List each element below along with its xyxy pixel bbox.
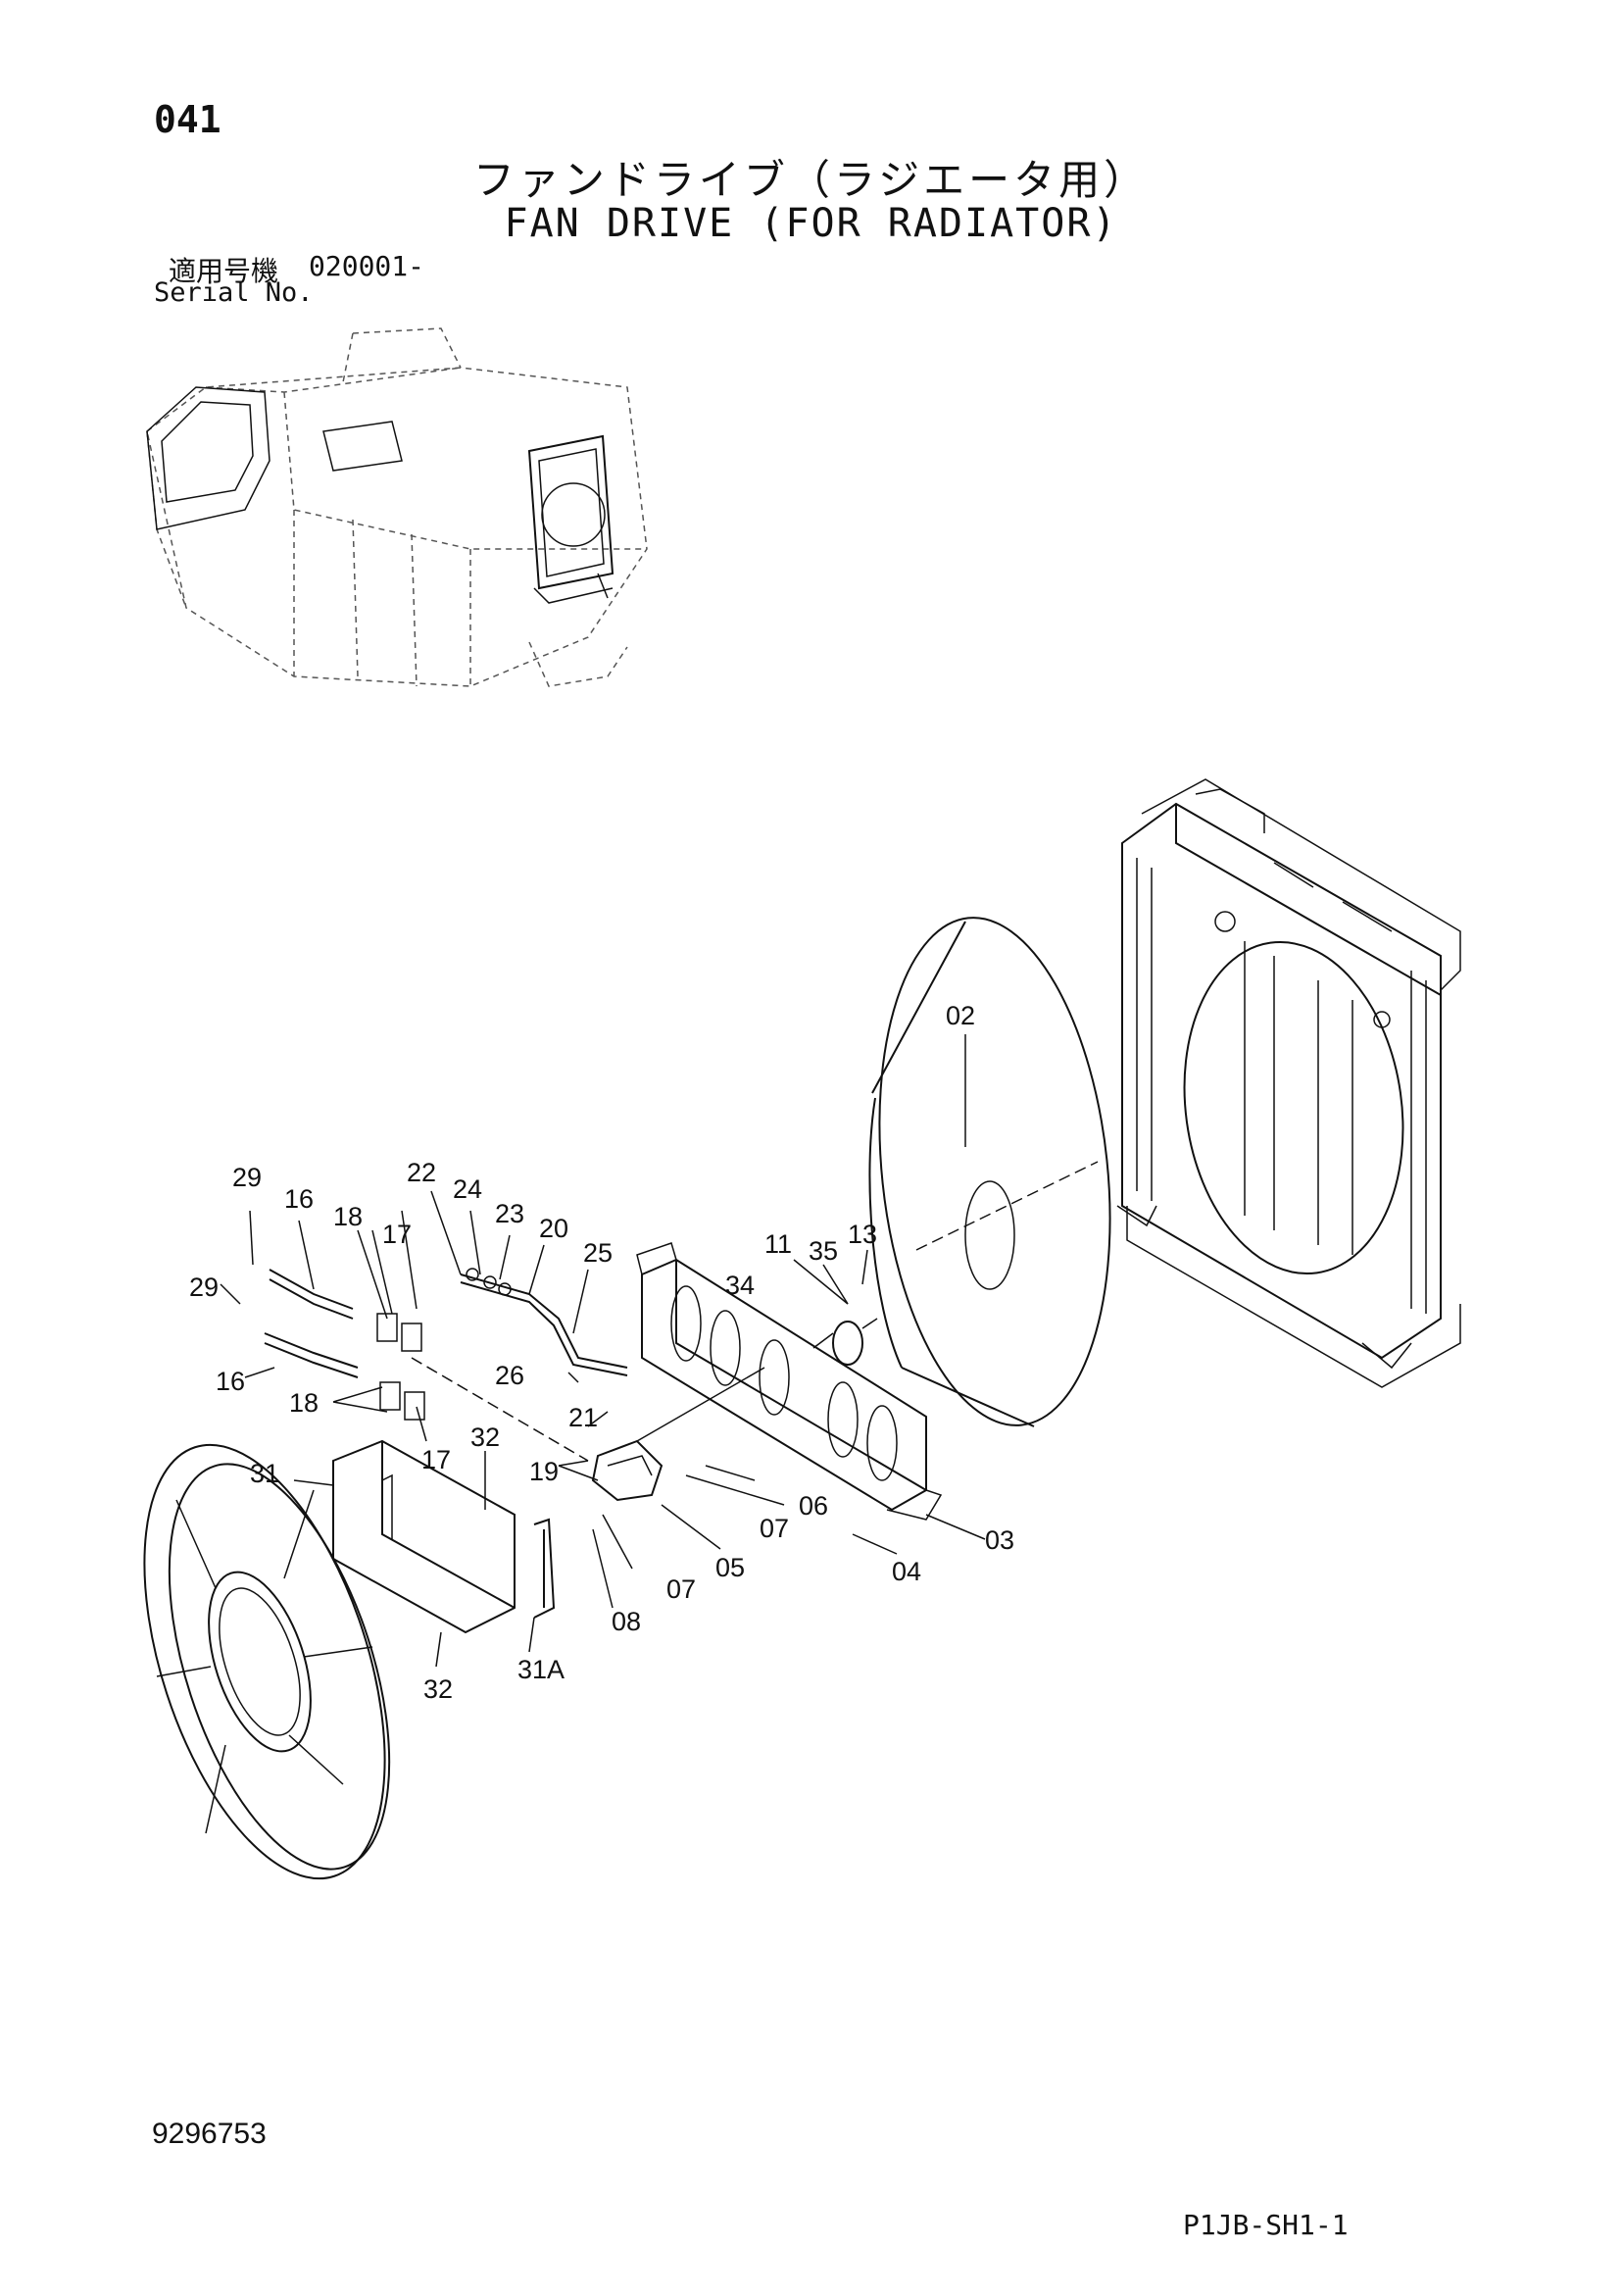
callout-18-upper: 18: [333, 1202, 363, 1231]
callout-22: 22: [407, 1158, 436, 1187]
callout-13: 13: [848, 1220, 877, 1249]
callout-labels: 02 03 04 05 06 07 07 08 11 13 16 16 17 1…: [189, 1001, 1014, 1704]
callout-34: 34: [725, 1271, 755, 1300]
page-code: P1JB-SH1-1: [1183, 2209, 1349, 2241]
callout-07-upper: 07: [760, 1514, 789, 1543]
callout-05: 05: [715, 1553, 745, 1582]
callout-29-upper: 29: [232, 1163, 262, 1192]
callout-21: 21: [568, 1403, 598, 1432]
radiator-assembly: [1116, 778, 1461, 1388]
callout-11: 11: [764, 1229, 792, 1259]
hose-fittings: [376, 1268, 512, 1421]
callout-17-lower: 17: [421, 1445, 451, 1474]
document-number: 9296753: [152, 2118, 267, 2150]
callout-24: 24: [453, 1174, 482, 1204]
page-title-english: FAN DRIVE (FOR RADIATOR): [504, 201, 1118, 246]
callout-32-upper: 32: [470, 1423, 500, 1452]
serial-label-english: Serial No.: [154, 277, 314, 308]
page-number: 041: [154, 98, 221, 141]
serial-label-japanese: 適用号機: [169, 255, 279, 287]
fan-motor-bracket: [636, 1242, 943, 1521]
callout-26: 26: [495, 1361, 524, 1390]
callout-23: 23: [495, 1199, 524, 1228]
callout-08: 08: [612, 1607, 641, 1636]
leader-lines: [220, 1034, 986, 1668]
serial-number-value: 020001-: [309, 250, 425, 282]
callout-02: 02: [946, 1001, 975, 1030]
callout-35: 35: [809, 1236, 838, 1266]
callout-25: 25: [583, 1238, 613, 1268]
callout-19: 19: [529, 1457, 559, 1486]
callout-16-lower: 16: [216, 1367, 245, 1396]
callout-32-lower: 32: [423, 1674, 453, 1704]
callout-17-upper: 17: [382, 1220, 412, 1249]
machine-locator-view: [146, 327, 648, 687]
callout-31A: 31A: [517, 1655, 565, 1684]
fan-shroud: [868, 917, 1111, 1427]
page-title-japanese: ファンドライブ（ラジエータ用）: [472, 156, 1150, 204]
callout-31: 31: [250, 1459, 279, 1488]
callout-18-lower: 18: [289, 1388, 319, 1418]
fan-guard: [143, 1443, 391, 1880]
callout-20: 20: [539, 1214, 568, 1243]
callout-29-lower: 29: [189, 1273, 219, 1302]
callout-16-upper: 16: [284, 1184, 314, 1214]
callout-03: 03: [985, 1525, 1014, 1555]
callout-07-lower: 07: [666, 1574, 696, 1604]
callout-04: 04: [892, 1557, 921, 1586]
fan-motor: [591, 1318, 878, 1502]
callout-06: 06: [799, 1491, 828, 1521]
